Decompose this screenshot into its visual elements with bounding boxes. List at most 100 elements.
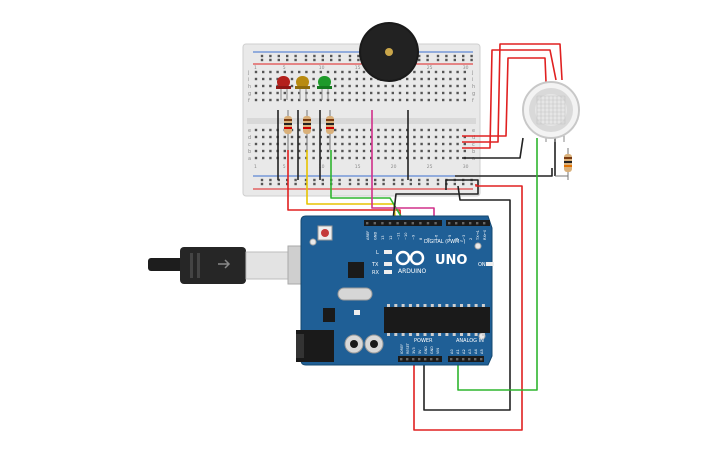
resistor-red-led	[284, 110, 292, 150]
rail-hole	[348, 182, 352, 186]
arduino-logo: ARDUINO UNO	[395, 250, 468, 275]
hole	[377, 128, 380, 132]
hole	[420, 135, 423, 139]
rail-hole	[294, 178, 297, 182]
hole	[341, 91, 344, 95]
led-label-rx: RX	[372, 270, 379, 276]
hole	[434, 98, 438, 102]
rail-hole	[436, 182, 440, 186]
chip-pin	[460, 304, 463, 307]
hole	[341, 84, 344, 88]
digital-pin-label: ~9	[412, 234, 416, 240]
rail-hole	[365, 178, 368, 182]
hole	[262, 70, 265, 74]
hole	[406, 84, 409, 88]
crystal	[337, 287, 373, 301]
hole	[442, 128, 445, 132]
hole	[398, 84, 402, 88]
rail-hole	[382, 178, 385, 182]
chip-pins	[387, 304, 485, 336]
hole	[370, 84, 373, 88]
rail-hole	[260, 58, 264, 62]
hole	[384, 135, 387, 139]
hole	[262, 84, 265, 88]
power-pin-label: GND	[430, 346, 434, 354]
chip-pin	[394, 304, 398, 307]
header-hole	[450, 358, 453, 361]
rail-hole	[470, 58, 473, 62]
hole	[420, 84, 423, 88]
resistor-sensor	[555, 148, 572, 180]
hole	[456, 84, 459, 88]
row-letter: g	[472, 91, 475, 97]
hole	[377, 135, 380, 139]
rail-hole	[453, 54, 456, 58]
hole	[298, 135, 301, 139]
hole	[334, 128, 337, 132]
hole	[398, 156, 402, 160]
digital-pin-label: GND	[374, 232, 378, 240]
rail-hole	[445, 58, 448, 62]
rail-hole	[304, 58, 308, 62]
hole	[384, 84, 387, 88]
power-pin-label: IOREF	[400, 344, 404, 354]
digital-pin-label: RX←0	[483, 229, 487, 240]
column-number: 5	[283, 164, 286, 170]
header-hole	[373, 222, 376, 225]
uno-logo-text: UNO	[435, 253, 468, 268]
hole	[362, 149, 366, 153]
rail-hole	[418, 178, 421, 182]
hole	[449, 135, 452, 139]
digital-pin-label: ~10	[404, 232, 408, 240]
hole	[341, 128, 344, 132]
hole	[262, 135, 265, 139]
column-number: 15	[355, 164, 361, 170]
analog-pin-label: A0	[450, 349, 454, 354]
digital-pin-label: 12	[389, 235, 393, 240]
digital-pin-label: 2	[469, 238, 473, 240]
column-number: 30	[463, 65, 469, 71]
rail-hole	[382, 182, 385, 186]
hole	[442, 77, 445, 81]
hole	[283, 70, 286, 74]
hole	[434, 135, 438, 139]
hole	[442, 156, 445, 160]
hole	[262, 128, 265, 132]
hole	[391, 128, 394, 132]
rail-hole	[321, 58, 324, 62]
hole	[362, 98, 366, 102]
hole	[398, 98, 402, 102]
digital-label: DIGITAL (PWM~)	[424, 239, 466, 245]
digital-pin-label: ~6	[434, 234, 438, 240]
hole	[334, 91, 337, 95]
chip-pin	[474, 304, 478, 307]
onboard-leds: L TX RX ON	[371, 250, 494, 276]
wire-red-5v	[413, 184, 523, 431]
hole	[312, 149, 315, 153]
digital-pin-label: 4	[455, 237, 459, 240]
rail-hole	[313, 182, 316, 186]
row-letter: h	[248, 84, 251, 90]
rail-hole	[330, 54, 333, 58]
hole	[420, 98, 423, 102]
chip-pin	[416, 304, 420, 307]
hole	[427, 128, 430, 132]
hole	[362, 84, 366, 88]
hole	[434, 84, 438, 88]
hole	[290, 84, 294, 88]
row-letter: c	[472, 142, 475, 148]
rail-hole	[260, 54, 264, 58]
chip-pin	[416, 333, 420, 336]
analog-pin-label: A4	[474, 349, 478, 354]
rail-hole	[426, 178, 429, 182]
hole	[355, 149, 358, 153]
hole	[298, 70, 301, 74]
rail-hole	[277, 54, 280, 58]
rail-hole	[357, 54, 360, 58]
hole	[355, 84, 358, 88]
hole	[341, 156, 344, 160]
hole	[298, 142, 301, 146]
hole	[463, 135, 466, 139]
